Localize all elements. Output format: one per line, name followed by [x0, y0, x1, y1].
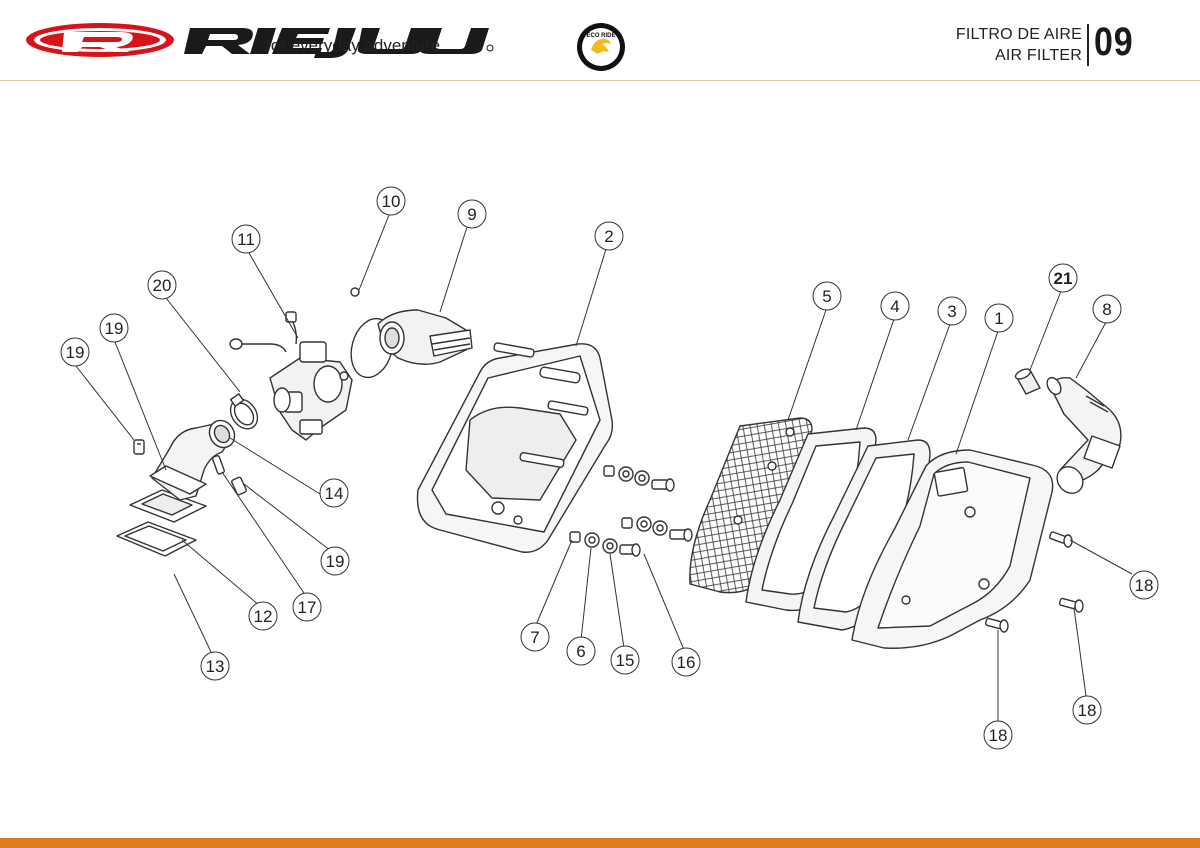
section-number: 09 [1094, 20, 1134, 64]
part-1-filter-cover [851, 449, 1054, 649]
part-7-spacer [569, 531, 581, 543]
callout-6: 6 [566, 636, 596, 666]
rieju-logo [26, 23, 494, 58]
part-hardware-row-mid [621, 516, 693, 542]
part-18-screw [984, 531, 1084, 633]
svg-text:20: 20 [153, 276, 172, 295]
part-20-hose-clamp [229, 393, 259, 430]
callout-2: 2 [594, 221, 624, 251]
svg-text:1: 1 [994, 309, 1003, 328]
header-divider [0, 80, 1200, 81]
callout-14: 14 [319, 478, 349, 508]
svg-text:19: 19 [326, 552, 345, 571]
callout-7: 7 [520, 622, 550, 652]
part-hardware-row-top [603, 465, 675, 492]
part-hardware-row-bottom [569, 531, 641, 557]
callout-10: 10 [376, 186, 406, 216]
svg-text:6: 6 [576, 642, 585, 661]
page-header: ...for everyday adventure ECO RIDE FILTR… [0, 0, 1200, 82]
part-9-intake-rubber [377, 309, 473, 365]
callout-3: 3 [937, 296, 967, 326]
title-english: AIR FILTER [994, 47, 1082, 64]
callout-19-a: 19 [99, 313, 129, 343]
brand-tagline: ...for everyday adventure [252, 36, 441, 55]
callout-19-b: 19 [60, 337, 90, 367]
footer-accent-bar [0, 838, 1200, 848]
svg-text:21: 21 [1054, 269, 1073, 288]
svg-text:18: 18 [1078, 701, 1097, 720]
eco-ride-badge-icon: ECO RIDE [577, 23, 625, 71]
callout-21: 21 [1048, 263, 1078, 293]
part-14-intake-manifold [149, 419, 236, 501]
callout-1: 1 [984, 303, 1014, 333]
callout-16: 16 [671, 647, 701, 677]
svg-text:14: 14 [325, 484, 344, 503]
svg-text:13: 13 [206, 657, 225, 676]
title-spanish: FILTRO DE AIRE [955, 26, 1082, 43]
callout-9: 9 [457, 199, 487, 229]
svg-text:9: 9 [467, 205, 476, 224]
svg-text:15: 15 [616, 651, 635, 670]
part-19-bolt [133, 439, 247, 496]
badge-text: ECO RIDE [586, 33, 615, 39]
svg-text:18: 18 [1135, 576, 1154, 595]
svg-text:7: 7 [530, 628, 539, 647]
svg-text:16: 16 [677, 653, 696, 672]
svg-text:12: 12 [254, 607, 273, 626]
page-title: FILTRO DE AIRE AIR FILTER [956, 24, 1082, 66]
callout-11: 11 [231, 224, 261, 254]
callout-4: 4 [880, 291, 910, 321]
callout-15: 15 [610, 645, 640, 675]
part-13-gasket [116, 521, 197, 557]
svg-text:8: 8 [1102, 300, 1111, 319]
callout-18-c: 18 [983, 720, 1013, 750]
callout-19-c: 19 [320, 546, 350, 576]
svg-text:11: 11 [237, 230, 255, 249]
leader-lines [75, 214, 1133, 722]
callout-18-a: 18 [1129, 570, 1159, 600]
callout-5: 5 [812, 281, 842, 311]
svg-text:19: 19 [105, 319, 124, 338]
callout-17: 17 [292, 592, 322, 622]
svg-text:10: 10 [382, 192, 401, 211]
callouts: 10 9 11 2 20 19 19 5 4 3 1 21 8 14 19 17… [60, 186, 1159, 750]
part-2-airbox-housing [416, 342, 614, 553]
svg-text:19: 19 [66, 343, 85, 362]
callout-13: 13 [200, 651, 230, 681]
part-12-reed-plate [129, 489, 207, 523]
svg-text:2: 2 [604, 227, 613, 246]
callout-20: 20 [147, 270, 177, 300]
title-separator [1087, 24, 1089, 66]
svg-text:17: 17 [298, 598, 317, 617]
svg-text:3: 3 [947, 302, 956, 321]
callout-18-b: 18 [1072, 695, 1102, 725]
callout-12: 12 [248, 601, 278, 631]
part-17-stud [211, 455, 225, 475]
callout-8: 8 [1092, 294, 1122, 324]
exploded-parts-diagram: 10 9 11 2 20 19 19 5 4 3 1 21 8 14 19 17… [60, 186, 1159, 750]
svg-text:5: 5 [822, 287, 831, 306]
part-11-carburetor [229, 311, 353, 441]
part-8-intake-snorkel [1046, 376, 1122, 494]
svg-text:4: 4 [890, 297, 899, 316]
svg-text:18: 18 [989, 726, 1008, 745]
part-21-sleeve [1014, 368, 1041, 395]
